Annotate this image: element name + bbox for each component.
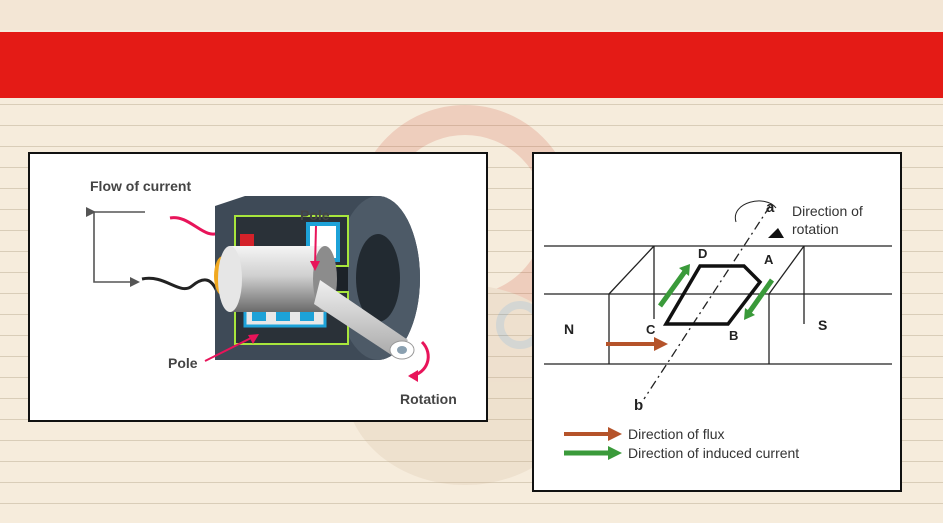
generator-diagram-panel: a b Direction of rotation A D C B N S Di… — [532, 152, 902, 492]
legend-flux-label: Direction of flux — [628, 426, 724, 442]
north-pole-label: N — [564, 321, 574, 337]
rotation-label: Rotation — [400, 391, 457, 407]
top-band — [0, 0, 943, 30]
rotation-direction-arrow — [734, 200, 777, 223]
coil-abcd — [662, 264, 763, 326]
legend: Direction of flux Direction of induced c… — [564, 426, 799, 461]
induced-current-arrows — [657, 264, 775, 320]
shaft — [314, 280, 408, 358]
rotation-axis — [643, 205, 771, 400]
rotation-label-line2: rotation — [792, 221, 839, 237]
title-banner — [0, 32, 943, 98]
armature — [230, 246, 325, 312]
corner-label-a: A — [764, 252, 774, 267]
motor-diagram-panel: Flow of current — [28, 152, 488, 422]
flow-of-current-label: Flow of current — [90, 178, 191, 194]
generator-diagram: a b Direction of rotation A D C B N S Di… — [544, 199, 892, 461]
south-pole-label: S — [818, 317, 827, 333]
corner-label-d: D — [698, 246, 707, 261]
brush-block — [240, 234, 254, 248]
legend-current-label: Direction of induced current — [628, 445, 799, 461]
black-wire — [141, 276, 220, 295]
legend-current-swatch — [608, 446, 622, 460]
magnet-outline — [544, 245, 892, 365]
flux-arrow — [606, 337, 668, 351]
current-flow-arrows — [86, 207, 145, 287]
motor-diagram: Flow of current — [86, 178, 457, 407]
axis-label-b: b — [634, 397, 643, 414]
pole-bottom-label: Pole — [168, 355, 198, 371]
corner-label-c: C — [646, 322, 656, 337]
legend-flux-swatch — [608, 427, 622, 441]
pole-top-label: Pole — [300, 207, 330, 223]
axis-label-a: a — [766, 199, 775, 216]
rotation-label-line1: Direction of — [792, 203, 863, 219]
corner-label-b: B — [729, 328, 738, 343]
